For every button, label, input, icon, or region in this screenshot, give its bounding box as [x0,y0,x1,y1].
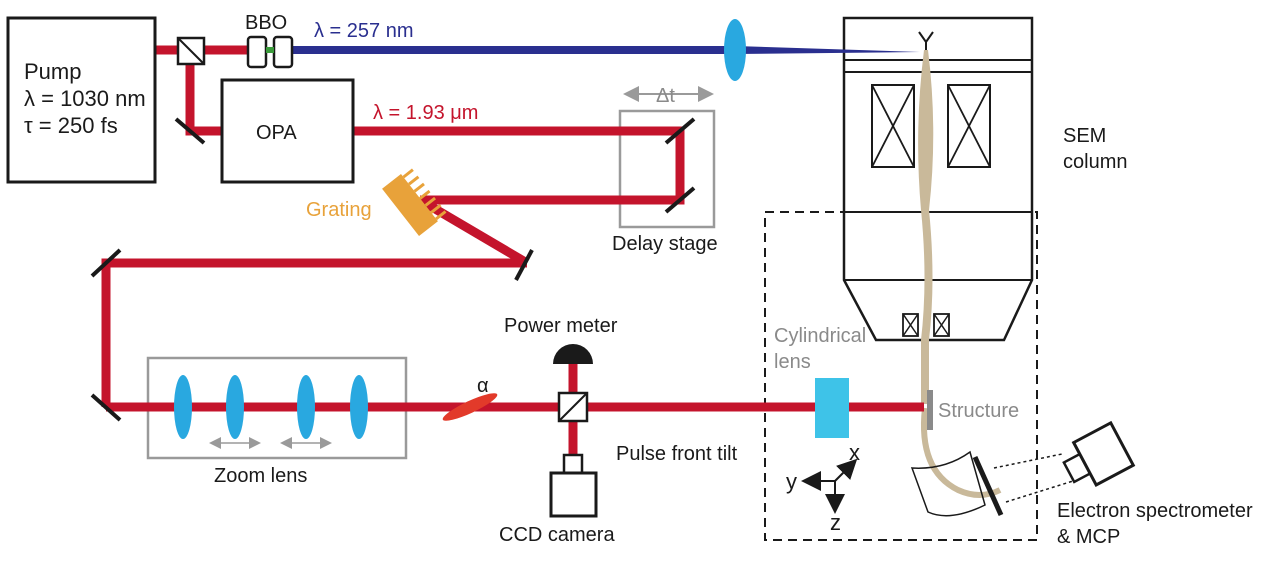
delay-stage-label: Delay stage [612,233,718,255]
power-meter [553,344,593,364]
electron-beam [918,50,934,404]
ccd-camera-label: CCD camera [499,524,615,546]
cylindrical-lens-label-line1: Cylindrical [774,325,866,347]
uv-wavelength-label: λ = 257 nm [314,20,414,42]
pump-wavelength-label: λ = 1030 nm [24,86,146,111]
delta-t-label: Δt [656,85,675,107]
sem-label-line1: SEM [1063,125,1106,147]
sem-label-line2: column [1063,151,1127,173]
photocathode-tip [918,31,934,50]
coordinate-axes [801,458,858,514]
objective-lens-left [902,313,919,337]
opa-box [220,78,355,184]
pulse-front-tilt-label: Pulse front tilt [616,443,738,465]
sem-column [842,16,1034,342]
spectrometer-label-line2: & MCP [1057,526,1120,548]
mirror-right [514,249,534,281]
structure-sample [927,390,933,430]
uv-focusing-lens [724,19,746,81]
pump-title-label: Pump [24,59,81,84]
magnetic-lens-left [871,84,915,168]
cylindrical-lens [815,378,849,438]
beamsplitter-bottom [557,391,589,423]
zoom-lens-1 [174,375,192,439]
imaging-line-2 [1005,480,1074,503]
alpha-label: α [477,375,489,397]
imaging-line-1 [993,453,1063,469]
mcp-detector [972,455,1004,517]
mirror-bottom-left [90,393,122,422]
ir-wavelength-label: λ = 1.93 μm [373,102,478,124]
delay-stage-box [618,109,716,229]
axis-x-label: x [849,440,860,465]
zoom-lens-3 [297,375,315,439]
zoom-lens-2 [226,375,244,439]
pump-laser-box [6,16,157,184]
uv-focused-beam [735,46,920,54]
power-meter-label: Power meter [504,315,618,337]
structure-label: Structure [938,400,1019,422]
magnetic-lens-right [947,84,991,168]
spectrometer-label-line1: Electron spectrometer [1057,500,1253,522]
grating-label: Grating [306,199,372,221]
axis-z-label: z [830,510,841,535]
bbo-label: BBO [245,12,287,34]
pulse-front-tilt-element [442,393,498,421]
bbo-crystal [246,35,294,69]
mirror-top-left [90,248,122,278]
zoom-lens-label: Zoom lens [214,465,307,487]
opa-label: OPA [256,122,297,144]
pump-duration-label: τ = 250 fs [24,113,118,138]
axis-y-label: y [786,469,797,494]
ccd-camera [549,453,598,518]
beamsplitter-top [176,36,206,66]
mirror-delay-bottom [664,186,696,214]
objective-lens-right [933,313,950,337]
zoom-lens-4 [350,375,368,439]
deflected-electron-beam [921,407,1002,498]
mirror-delay-top [664,117,696,145]
spectrometer-camera [1062,420,1136,487]
grating [382,168,447,237]
spectrometer-sector [910,450,986,517]
mirror-opa-input [174,117,206,145]
cylindrical-lens-label-line2: lens [774,351,811,373]
